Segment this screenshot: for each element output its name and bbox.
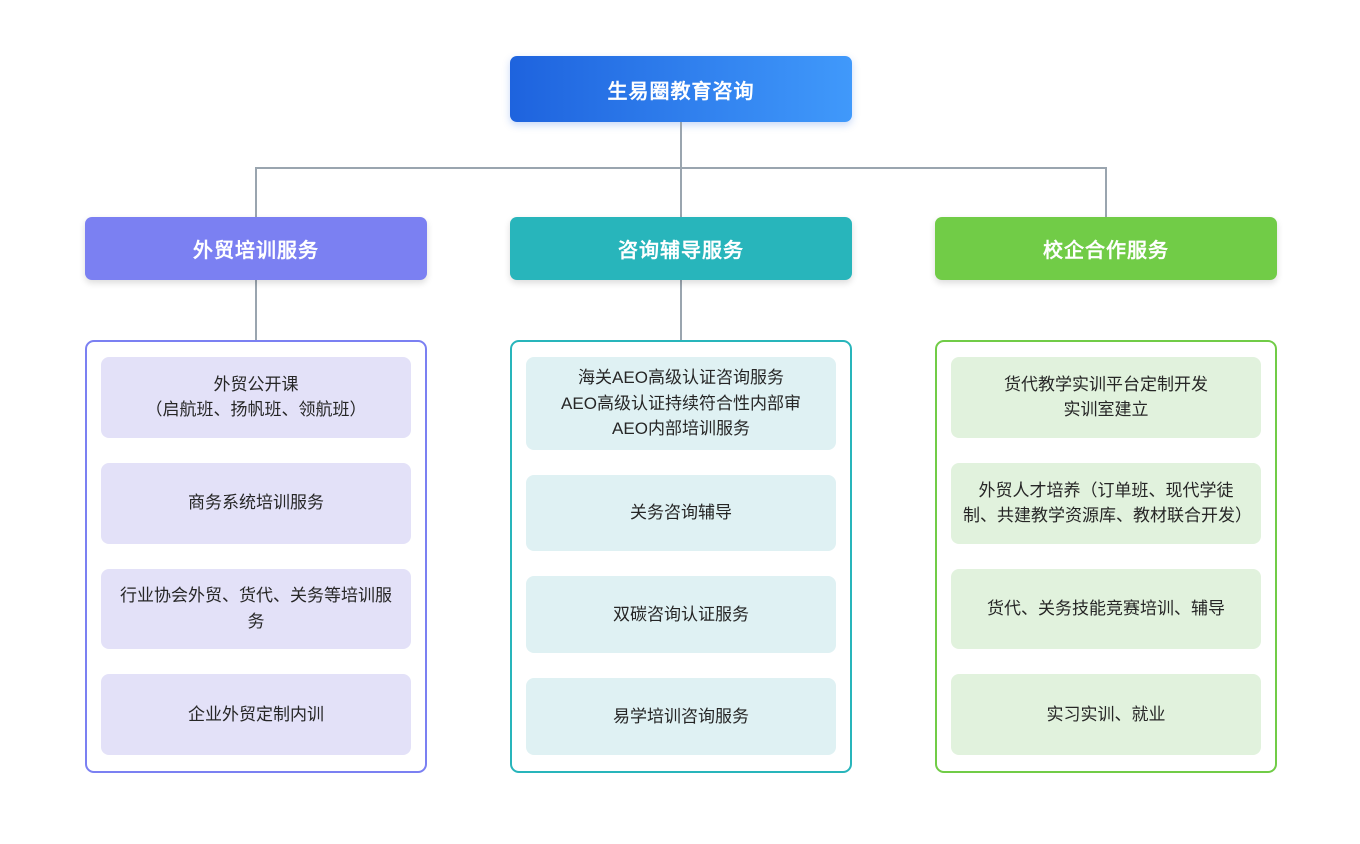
branch-item: 实习实训、就业	[951, 674, 1261, 755]
branch-header-label: 外贸培训服务	[193, 240, 319, 262]
branch-item: 企业外贸定制内训	[101, 674, 411, 755]
connector-branch2-stub	[680, 280, 682, 341]
branch-item-label: 实习实训、就业	[1046, 704, 1166, 724]
branch-item: 关务咨询辅导	[526, 474, 836, 552]
connector-right-drop	[1105, 167, 1107, 218]
branch-item-label: 海关AEO高级认证咨询服务 AEO高级认证持续符合性内部审 AEO内部培训服务	[561, 368, 801, 438]
branch-header-label: 校企合作服务	[1043, 240, 1169, 262]
connector-middle-drop	[680, 167, 682, 218]
branch-item: 货代教学实训平台定制开发 实训室建立	[951, 357, 1261, 438]
branch-item: 易学培训咨询服务	[526, 678, 836, 755]
root-node: 生易圈教育咨询	[510, 56, 852, 122]
branch-item-label: 货代、关务技能竞赛培训、辅导	[987, 599, 1225, 619]
branch-item-label: 外贸公开课 （启航班、扬帆班、领航班）	[145, 374, 367, 420]
branch-item: 货代、关务技能竞赛培训、辅导	[951, 568, 1261, 650]
branch-header: 校企合作服务	[935, 217, 1277, 280]
branch-header: 外贸培训服务	[85, 217, 427, 280]
branch-items-container: 海关AEO高级认证咨询服务 AEO高级认证持续符合性内部审 AEO内部培训服务 …	[510, 340, 852, 773]
branch-item-label: 易学培训咨询服务	[613, 706, 749, 726]
branch-items-container: 外贸公开课 （启航班、扬帆班、领航班） 商务系统培训服务 行业协会外贸、货代、关…	[85, 340, 427, 773]
branch-item-label: 商务系统培训服务	[188, 493, 324, 513]
branch-item-label: 外贸人才培养（订单班、现代学徒制、共建教学资源库、教材联合开发）	[963, 480, 1252, 526]
branch-header-label: 咨询辅导服务	[618, 240, 744, 262]
connector-left-drop	[255, 167, 257, 218]
connector-root-vertical	[680, 122, 682, 168]
branch-foreign-trade-training: 外贸培训服务 外贸公开课 （启航班、扬帆班、领航班） 商务系统培训服务 行业协会…	[85, 217, 427, 775]
branch-item: 海关AEO高级认证咨询服务 AEO高级认证持续符合性内部审 AEO内部培训服务	[526, 357, 836, 450]
branch-item: 外贸人才培养（订单班、现代学徒制、共建教学资源库、教材联合开发）	[951, 462, 1261, 544]
branch-items-container: 货代教学实训平台定制开发 实训室建立 外贸人才培养（订单班、现代学徒制、共建教学…	[935, 340, 1277, 773]
root-node-label: 生易圈教育咨询	[607, 80, 755, 103]
branch-item-label: 行业协会外贸、货代、关务等培训服务	[120, 586, 392, 631]
branch-item-label: 货代教学实训平台定制开发 实训室建立	[1004, 374, 1208, 420]
branch-item-label: 双碳咨询认证服务	[613, 604, 749, 624]
connector-branch1-stub	[255, 280, 257, 341]
branch-school-enterprise-cooperation: 校企合作服务 货代教学实训平台定制开发 实训室建立 外贸人才培养（订单班、现代学…	[935, 217, 1277, 775]
branch-header: 咨询辅导服务	[510, 217, 852, 280]
branch-item-label: 关务咨询辅导	[630, 503, 732, 523]
branch-item-label: 企业外贸定制内训	[188, 704, 324, 724]
branch-item: 外贸公开课 （启航班、扬帆班、领航班）	[101, 357, 411, 438]
branch-item: 行业协会外贸、货代、关务等培训服务	[101, 568, 411, 650]
branch-item: 商务系统培训服务	[101, 462, 411, 544]
branch-consulting-coaching: 咨询辅导服务 海关AEO高级认证咨询服务 AEO高级认证持续符合性内部审 AEO…	[510, 217, 852, 775]
branch-item: 双碳咨询认证服务	[526, 576, 836, 654]
